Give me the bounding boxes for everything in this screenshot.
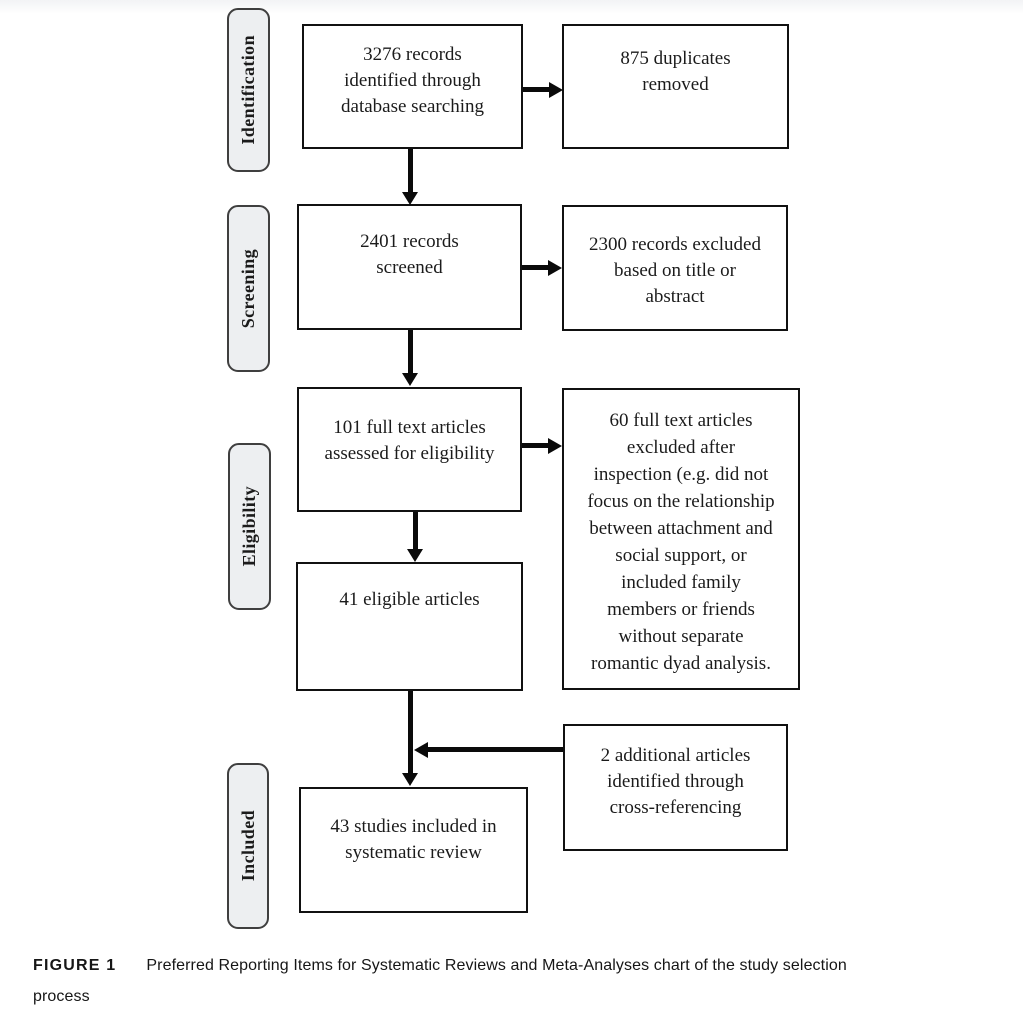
arrow-identified-to-screened-stem [408,149,413,194]
box-additional-articles-text: 2 additional articles identified through… [600,745,751,818]
arrow-additional-to-merge-stem [428,747,563,752]
box-duplicates-removed-text: 875 duplicates removed [620,48,731,95]
box-fulltext-assessed: 101 full text articles assessed for elig… [297,387,522,512]
stage-label-screening-text: Screening [238,248,258,329]
box-fulltext-assessed-text: 101 full text articles assessed for elig… [324,417,495,464]
stage-label-identification-text: Identification [238,35,258,145]
arrow-screened-to-assessed-stem [408,330,413,375]
arrow-eligible-to-included-head [402,773,418,786]
arrow-identified-to-duplicates-head [549,82,563,98]
stage-label-identification: Identification [227,8,270,172]
arrow-assessed-to-eligible-stem [413,512,418,551]
stage-label-included: Included [227,763,269,929]
arrow-assessed-to-ftexcluded-head [548,438,562,454]
box-eligible-articles-text: 41 eligible articles [339,589,480,610]
box-studies-included: 43 studies included in systematic review [299,787,528,913]
box-records-identified: 3276 records identified through database… [302,24,523,149]
arrow-identified-to-duplicates-stem [523,87,551,92]
figure-caption-tag: FIGURE 1 [33,957,117,974]
arrow-screened-to-excluded-stem [522,265,550,270]
stage-label-included-text: Included [237,810,258,882]
box-records-excluded-text: 2300 records excluded based on title or … [589,234,761,307]
box-duplicates-removed: 875 duplicates removed [562,24,789,149]
arrow-eligible-to-included-stem [408,691,413,775]
box-eligible-articles: 41 eligible articles [296,562,523,691]
arrow-identified-to-screened-head [402,192,418,205]
arrow-assessed-to-eligible-head [407,549,423,562]
box-records-screened-text: 2401 records screened [360,231,459,278]
arrow-additional-to-merge-head [414,742,428,758]
arrow-assessed-to-ftexcluded-stem [522,443,550,448]
box-records-identified-text: 3276 records identified through database… [341,44,484,117]
arrow-screened-to-excluded-head [548,260,562,276]
stage-label-screening: Screening [227,205,270,372]
box-fulltext-excluded-text: 60 full text articles excluded after ins… [587,410,775,674]
box-additional-articles: 2 additional articles identified through… [563,724,788,851]
box-studies-included-text: 43 studies included in systematic review [330,816,497,863]
arrow-screened-to-assessed-head [402,373,418,386]
box-records-excluded: 2300 records excluded based on title or … [562,205,788,331]
box-fulltext-excluded: 60 full text articles excluded after ins… [562,388,800,690]
stage-label-eligibility-text: Eligibility [239,486,259,567]
stage-label-eligibility: Eligibility [228,443,271,610]
box-records-screened: 2401 records screened [297,204,522,330]
figure-caption-text: Preferred Reporting Items for Systematic… [33,957,847,1005]
